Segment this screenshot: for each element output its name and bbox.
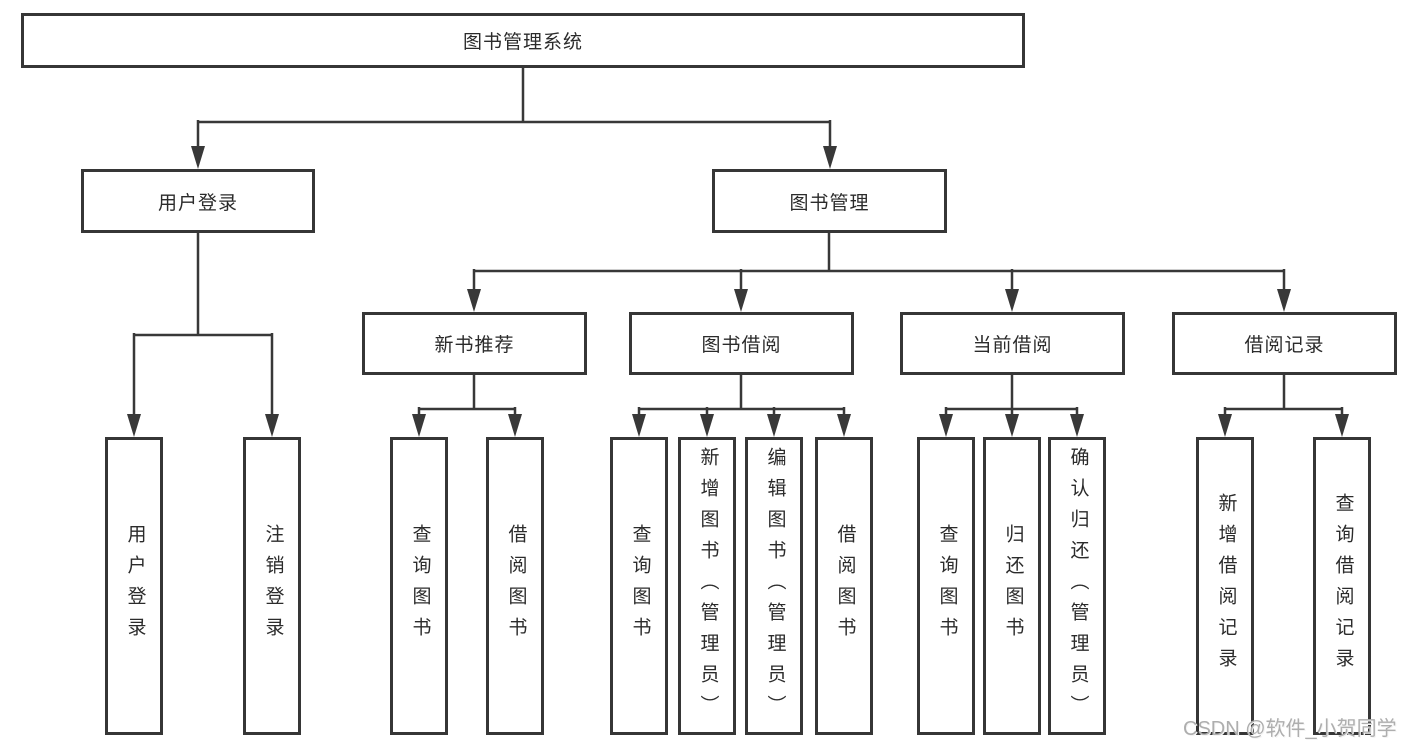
leaf-borrowing-borrow-books: 借阅图书 xyxy=(815,437,873,735)
leaf-borrowing-add-books-admin-label: 新增图书（管理员） xyxy=(697,446,719,726)
node-user-login: 用户登录 xyxy=(81,169,315,233)
leaf-borrowing-edit-books-admin: 编辑图书（管理员） xyxy=(745,437,803,735)
node-book-borrowing-label: 图书借阅 xyxy=(701,335,782,356)
leaf-user-login-label: 用户登录 xyxy=(124,524,146,648)
leaf-recommend-query-books-label: 查询图书 xyxy=(409,524,431,648)
leaf-records-query-record-label: 查询借阅记录 xyxy=(1332,493,1354,679)
node-new-book-recommend-label: 新书推荐 xyxy=(434,335,515,356)
leaf-borrowing-query-books-label: 查询图书 xyxy=(629,524,651,648)
node-root-system: 图书管理系统 xyxy=(21,13,1025,68)
leaf-logout-label: 注销登录 xyxy=(262,524,284,648)
leaf-records-query-record: 查询借阅记录 xyxy=(1313,437,1371,735)
node-user-login-label: 用户登录 xyxy=(157,192,238,214)
leaf-recommend-query-books: 查询图书 xyxy=(390,437,448,735)
node-root-system-label: 图书管理系统 xyxy=(462,32,583,53)
node-borrow-records: 借阅记录 xyxy=(1172,312,1397,375)
node-book-borrowing: 图书借阅 xyxy=(629,312,854,375)
leaf-borrowing-add-books-admin: 新增图书（管理员） xyxy=(678,437,736,735)
csdn-watermark: CSDN @软件_小贺同学 xyxy=(1183,718,1397,740)
node-borrow-records-label: 借阅记录 xyxy=(1244,335,1325,356)
leaf-current-return-books: 归还图书 xyxy=(983,437,1041,735)
leaf-current-confirm-return-admin: 确认归还（管理员） xyxy=(1048,437,1106,735)
leaf-current-query-books-label: 查询图书 xyxy=(936,524,958,648)
leaf-records-add-record-label: 新增借阅记录 xyxy=(1215,493,1237,679)
node-new-book-recommend: 新书推荐 xyxy=(362,312,587,375)
leaf-recommend-borrow-books-label: 借阅图书 xyxy=(505,524,527,648)
node-book-management: 图书管理 xyxy=(712,169,947,233)
leaf-current-query-books: 查询图书 xyxy=(917,437,975,735)
leaf-current-return-books-label: 归还图书 xyxy=(1002,524,1024,648)
leaf-recommend-borrow-books: 借阅图书 xyxy=(486,437,544,735)
node-book-management-label: 图书管理 xyxy=(789,192,870,214)
leaf-logout: 注销登录 xyxy=(243,437,301,735)
node-current-borrowing: 当前借阅 xyxy=(900,312,1125,375)
connector-stroke-paths xyxy=(132,68,1344,420)
leaf-user-login: 用户登录 xyxy=(105,437,163,735)
node-current-borrowing-label: 当前借阅 xyxy=(972,335,1053,356)
arrowhead-icons xyxy=(127,146,1349,437)
leaf-borrowing-edit-books-admin-label: 编辑图书（管理员） xyxy=(764,446,786,726)
leaf-borrowing-query-books: 查询图书 xyxy=(610,437,668,735)
leaf-current-confirm-return-admin-label: 确认归还（管理员） xyxy=(1067,446,1089,726)
leaf-borrowing-borrow-books-label: 借阅图书 xyxy=(834,524,856,648)
leaf-records-add-record: 新增借阅记录 xyxy=(1196,437,1254,735)
